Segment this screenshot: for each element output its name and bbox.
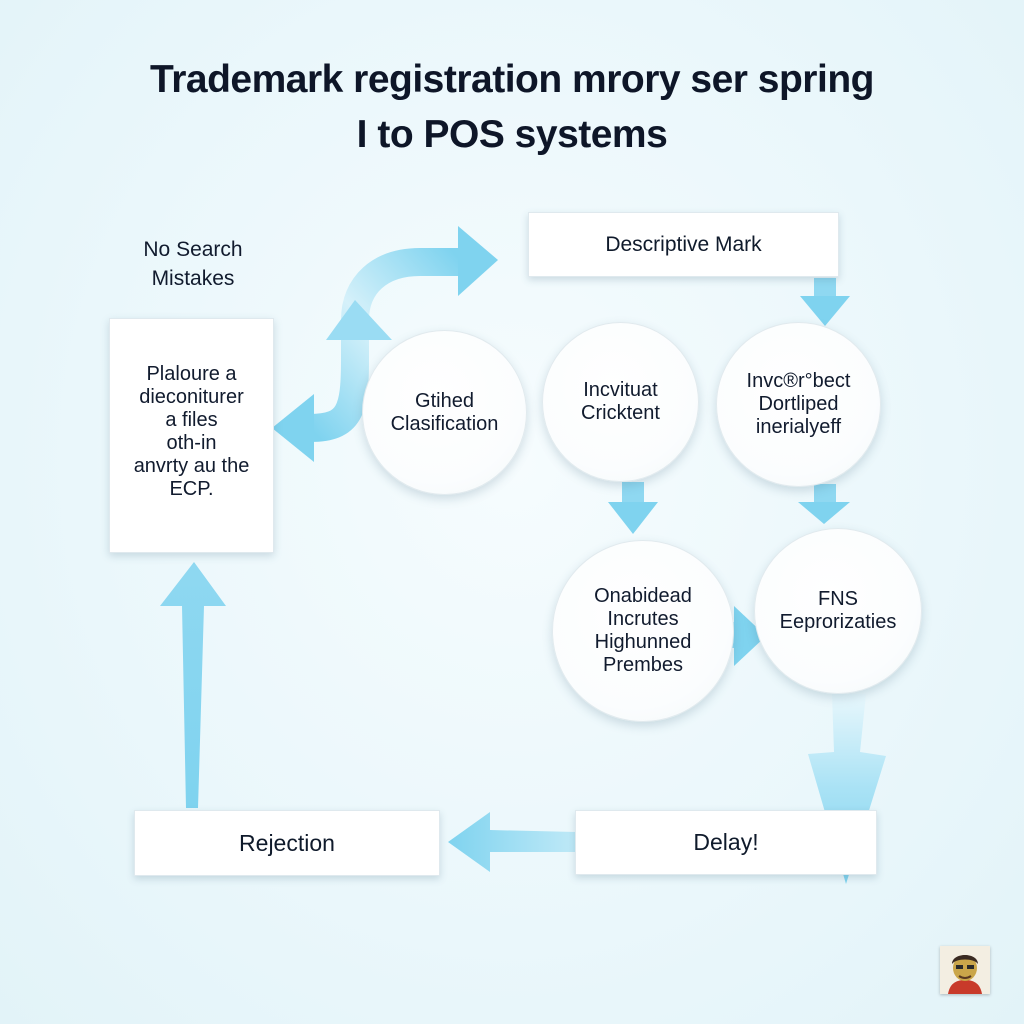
rejection-label: Rejection bbox=[239, 829, 335, 856]
rejection-box: Rejection bbox=[134, 810, 440, 876]
curved-arrow-up-branch bbox=[326, 300, 392, 340]
arrow-rejection-to-document bbox=[160, 562, 226, 808]
no-search-mistakes-note: No Search Mistakes bbox=[128, 235, 258, 293]
arrow-invorrect-to-fns bbox=[798, 484, 850, 524]
circle-text-line: Incvituat bbox=[583, 379, 658, 401]
delay-box: Delay! bbox=[575, 810, 877, 875]
document-line: oth-in bbox=[166, 431, 217, 454]
circle-text-line: Eeprorizaties bbox=[779, 611, 897, 633]
descriptive-mark-box: Descriptive Mark bbox=[528, 212, 839, 277]
arrow-descriptive-to-invorrect bbox=[800, 278, 850, 326]
document-line: dieconiturer bbox=[139, 385, 244, 408]
circle-text-line: Incrutes bbox=[607, 608, 679, 630]
document-box: Plaloure a dieconiturer a files oth-in a… bbox=[109, 318, 274, 553]
descriptive-mark-label: Descriptive Mark bbox=[605, 232, 762, 256]
document-line: anvrty au the bbox=[133, 454, 250, 477]
note-line-1: No Search bbox=[143, 238, 243, 261]
circle-text-line: Invc®r°bect bbox=[746, 370, 851, 392]
fns-circle: FNS Eeprorizaties bbox=[754, 528, 922, 694]
avatar-face-icon bbox=[940, 946, 990, 994]
note-line-2: Mistakes bbox=[151, 267, 235, 290]
arrow-fns-to-delay bbox=[808, 694, 886, 884]
document-line: ECP. bbox=[169, 477, 214, 500]
arrow-incvituat-to-onabidead bbox=[608, 482, 658, 534]
circle-text-line: Gtihed bbox=[415, 389, 474, 412]
circle-text-line: Clasification bbox=[390, 412, 499, 435]
circle-text-line: inerialyeff bbox=[755, 416, 842, 438]
invorrect-circle: Invc®r°bect Dortliped inerialyeff bbox=[716, 322, 881, 487]
circle-text-line: Prembes bbox=[602, 654, 684, 676]
classification-circle: Gtihed Clasification bbox=[362, 330, 527, 495]
circle-text-line: Cricktent bbox=[581, 402, 660, 424]
arrow-delay-to-rejection bbox=[448, 812, 576, 872]
diagram-title-line-1: Trademark registration mrory ser spring bbox=[150, 58, 874, 101]
avatar bbox=[940, 946, 990, 994]
circle-text-line: FNS bbox=[818, 588, 858, 610]
circle-text-line: Highunned bbox=[594, 631, 692, 653]
circle-text-line: Dortliped bbox=[758, 393, 839, 415]
document-line: a files bbox=[165, 408, 218, 431]
diagram-title-line-2: I to POS systems bbox=[356, 113, 668, 156]
circle-text-line: Onabidead bbox=[594, 585, 692, 607]
delay-label: Delay! bbox=[693, 829, 759, 855]
incvituat-circle: Incvituat Cricktent bbox=[542, 322, 699, 482]
onabidead-circle: Onabidead Incrutes Highunned Prembes bbox=[552, 540, 734, 722]
arrow-into-document bbox=[272, 394, 314, 462]
document-line: Plaloure a bbox=[146, 362, 237, 385]
